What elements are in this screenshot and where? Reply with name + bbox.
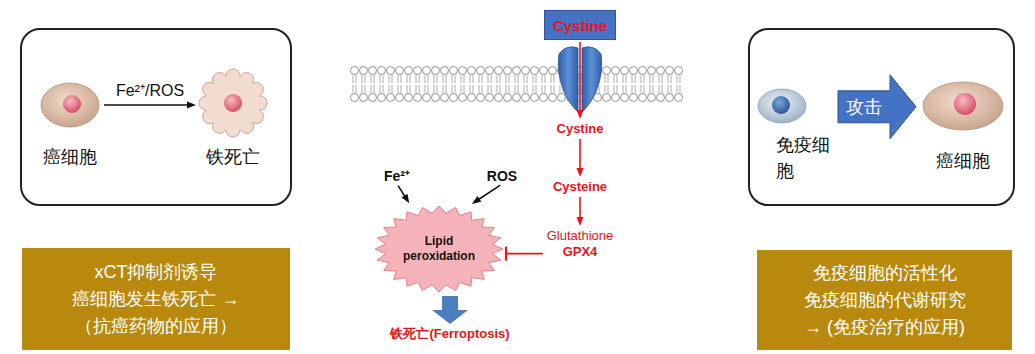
- cell-node: 癌细胞: [38, 70, 102, 168]
- arrow-head: [472, 196, 481, 204]
- cell-label: 癌细胞: [920, 148, 1006, 174]
- panel-box: 免疫细胞 癌细胞: [748, 28, 1015, 206]
- note-band: 免疫细胞的活性化 免疫细胞的代谢研究 → (免疫治疗的应用): [757, 250, 1012, 350]
- factor-label: Fe²⁺: [384, 168, 410, 184]
- arrow-head: [576, 217, 583, 226]
- cause-arrow: [472, 185, 500, 204]
- factor-label: ROS: [487, 168, 517, 184]
- inhibition-line: [506, 247, 543, 261]
- arrow-head: [187, 101, 196, 108]
- connector-line: [506, 253, 543, 255]
- connector-line: [579, 197, 581, 218]
- edge-label: 攻击: [846, 95, 882, 119]
- starburst-outline: [375, 206, 503, 292]
- connector-line: [479, 185, 501, 199]
- connector-line: [398, 186, 405, 197]
- metabolite-node: Cystine: [555, 121, 606, 137]
- factor-node: ROS: [485, 168, 519, 184]
- transport-box: Cystine: [544, 10, 616, 40]
- metabolite-label: Glutathione: [547, 228, 614, 244]
- starburst-node: Lipid peroxidation: [374, 205, 504, 293]
- panel-box: 癌细胞 铁死亡: [20, 28, 292, 206]
- enzyme-label: GPX4: [547, 244, 614, 260]
- ferroptosis-cell-icon: [199, 69, 267, 137]
- connector-line: [579, 42, 581, 111]
- metabolite-label: Cystine: [557, 121, 604, 137]
- pathway-arrow: [577, 139, 584, 177]
- cell-node: 铁死亡: [198, 70, 268, 168]
- cell-node: 免疫细胞: [756, 86, 834, 190]
- substrate-label: Cystine: [553, 17, 607, 34]
- reaction-arrow: [104, 101, 196, 108]
- immune-cell-icon: [758, 89, 806, 123]
- block-arrow: [838, 75, 916, 139]
- metabolite-node: GlutathioneGPX4: [545, 228, 616, 260]
- note-text: xCT抑制剂诱导 癌细胞发生铁死亡 →（抗癌药物的应用）: [51, 259, 261, 340]
- edge-label: Fe²⁺/ROS: [116, 79, 184, 101]
- note-band: xCT抑制剂诱导 癌细胞发生铁死亡 →（抗癌药物的应用）: [22, 248, 290, 350]
- connector-line: [579, 139, 581, 169]
- block-arrow-shape: [838, 75, 916, 139]
- block-arrow: [432, 296, 468, 324]
- cell-label: 铁死亡: [198, 144, 268, 170]
- connector-line: [104, 104, 188, 106]
- cause-arrow: [398, 186, 409, 204]
- arrow-head: [577, 168, 584, 177]
- pathway-arrow: [576, 197, 583, 226]
- outcome-label: 铁死亡(Ferroptosis): [390, 326, 509, 342]
- factor-node: Fe²⁺: [382, 168, 412, 184]
- cancer-cell-icon: [923, 82, 1003, 130]
- inhibition-bar: [505, 247, 507, 261]
- arrow-head: [577, 110, 584, 119]
- cell-label: 免疫细胞: [776, 132, 832, 184]
- cell-membrane: [350, 66, 683, 102]
- process-label: Lipid peroxidation: [399, 234, 479, 264]
- metabolite-label: Cysteine: [553, 179, 607, 195]
- note-text: 免疫细胞的活性化 免疫细胞的代谢研究 → (免疫治疗的应用): [799, 260, 971, 341]
- block-arrow-shape: [432, 296, 468, 324]
- cell-label: 癌细胞: [38, 144, 102, 170]
- cell-node: 癌细胞: [920, 80, 1006, 178]
- arrow-head: [402, 194, 410, 203]
- cancer-cell-icon: [41, 83, 99, 127]
- metabolite-node: Cysteine: [551, 179, 609, 195]
- pathway-arrow: [577, 42, 584, 119]
- outcome-node: 铁死亡(Ferroptosis): [388, 326, 511, 342]
